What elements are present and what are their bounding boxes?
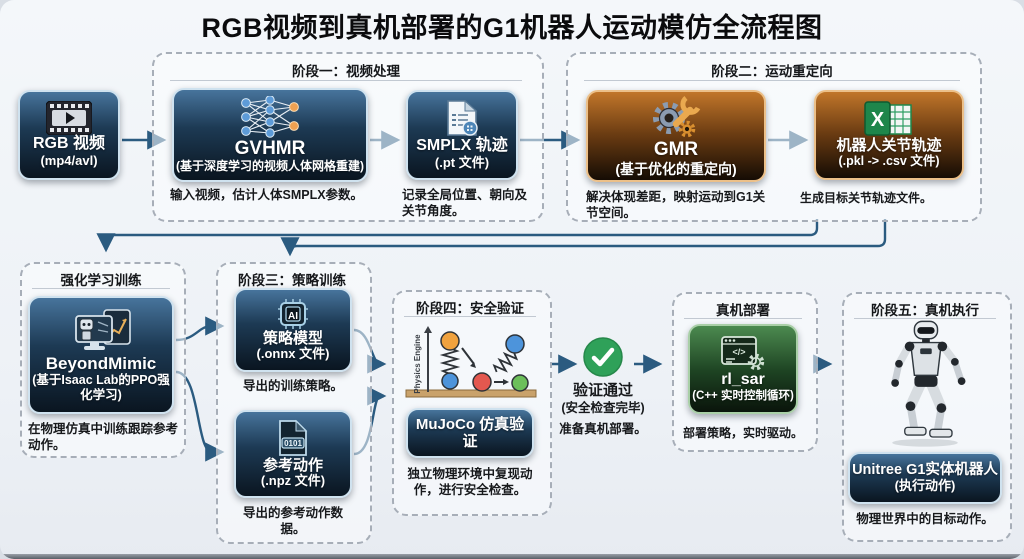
node-joint-trajectory: X 机器人关节轨迹 (.pkl -> .csv 文件) bbox=[814, 90, 964, 180]
video-icon bbox=[46, 101, 92, 136]
node-label: 参考动作 bbox=[262, 456, 323, 474]
gvhmr-caption: 输入视频，估计人体SMPLX参数。 bbox=[170, 188, 364, 202]
excel-x-glyph: X bbox=[871, 109, 885, 131]
neural-network-icon bbox=[238, 96, 302, 138]
node-label: SMPLX 轨迹 bbox=[416, 137, 508, 155]
stage4-title: 阶段四：安全验证 bbox=[416, 301, 524, 316]
node-label: rl_sar bbox=[721, 371, 765, 389]
node-smplx: SMPLX 轨迹 (.pt 文件) bbox=[406, 90, 518, 180]
node-label: Unitree G1实体机器人 bbox=[852, 462, 998, 479]
stage4-container bbox=[392, 290, 552, 516]
joint-trajectory-caption: 生成目标关节轨迹文件。 bbox=[800, 191, 933, 205]
robot-training-monitor-icon bbox=[68, 308, 134, 354]
node-label: 策略模型 bbox=[262, 329, 323, 347]
stage1-title: 阶段一：视频处理 bbox=[292, 64, 400, 79]
binary-file-icon: 0101 bbox=[277, 419, 309, 457]
node-sublabel: (C++ 实时控制循环) bbox=[692, 389, 794, 402]
page-title: RGB视频到真机部署的G1机器人运动模仿全流程图 bbox=[201, 13, 823, 43]
stage2-title-divider bbox=[584, 80, 960, 81]
node-mujoco: MuJoCo 仿真验证 bbox=[406, 408, 534, 458]
node-beyondmimic: BeyondMimic (基于Isaac Lab的PPO强化学习) bbox=[28, 296, 174, 414]
check-label: 验证通过 bbox=[572, 382, 633, 399]
node-sublabel: (基于深度学习的视频人体网格重建) bbox=[176, 159, 364, 174]
rl-title-divider bbox=[32, 288, 170, 289]
reference-motion-caption: 导出的参考动作数据。 bbox=[242, 506, 343, 537]
smplx-caption: 记录全局位置、朝向及关节角度。 bbox=[402, 188, 528, 219]
check-caption: 准备真机部署。 bbox=[559, 422, 647, 436]
node-label: GMR bbox=[653, 139, 699, 161]
stage3-title: 阶段三：策略训练 bbox=[238, 273, 346, 288]
physics-simulation-illustration: Physics Engine bbox=[398, 320, 542, 404]
policy-caption: 导出的训练策略。 bbox=[242, 379, 343, 393]
node-unitree-g1: Unitree G1实体机器人 (执行动作) bbox=[848, 452, 1002, 504]
humanoid-robot-illustration bbox=[872, 318, 978, 450]
gear-wrench-icon bbox=[648, 95, 704, 139]
document-trajectory-icon bbox=[444, 99, 480, 137]
bottom-edge-bar bbox=[0, 554, 1024, 559]
node-label: GVHMR bbox=[234, 138, 306, 160]
deploy-title-divider bbox=[684, 318, 802, 319]
node-label: 机器人关节轨迹 bbox=[836, 137, 942, 155]
deploy-title: 真机部署 bbox=[716, 303, 770, 318]
node-sublabel: (.onnx 文件) bbox=[256, 346, 330, 362]
ai-chip-glyph: AI bbox=[288, 311, 298, 322]
node-sublabel: (执行动作) bbox=[894, 477, 956, 493]
node-sublabel: (mp4/avl) bbox=[40, 152, 98, 168]
binary-glyph: 0101 bbox=[284, 439, 302, 448]
node-sublabel: (.pt 文件) bbox=[434, 154, 490, 170]
mujoco-caption: 独立物理环境中复现动作，进行安全检查。 bbox=[407, 467, 533, 498]
stage4-title-divider bbox=[404, 316, 536, 317]
stage5-title: 阶段五：真机执行 bbox=[871, 303, 979, 318]
node-label: BeyondMimic bbox=[45, 353, 157, 373]
node-label: RGB 视频 bbox=[32, 135, 105, 153]
node-sublabel: (.pkl -> .csv 文件) bbox=[838, 154, 940, 169]
rl-training-title: 强化学习训练 bbox=[60, 273, 142, 288]
node-gmr: GMR (基于优化的重定向) bbox=[586, 90, 766, 182]
rl-sar-caption: 部署策略，实时驱动。 bbox=[682, 426, 803, 440]
node-label: MuJoCo 仿真验证 bbox=[415, 415, 525, 450]
node-sublabel: (基于优化的重定向) bbox=[615, 160, 737, 177]
beyondmimic-caption: 在物理仿真中训练跟踪参考动作。 bbox=[28, 422, 179, 453]
node-gvhmr: GVHMR (基于深度学习的视频人体网格重建) bbox=[172, 88, 368, 182]
code-window-gear-icon: </> bbox=[720, 335, 766, 371]
stage5-title-divider bbox=[854, 318, 996, 319]
node-rl-sar: </> rl_sar (C++ 实时控制循环) bbox=[688, 324, 798, 414]
check-circle-icon bbox=[583, 337, 623, 377]
node-reference-motion: 0101 参考动作 (.npz 文件) bbox=[234, 410, 352, 498]
check-sublabel: (安全检查完毕) bbox=[561, 401, 645, 415]
physics-engine-label: Physics Engine bbox=[413, 334, 422, 394]
node-sublabel: (基于Isaac Lab的PPO强化学习) bbox=[32, 373, 170, 402]
excel-spreadsheet-icon: X bbox=[864, 101, 914, 137]
stage1-title-divider bbox=[170, 80, 522, 81]
node-policy-model: AI 策略模型 (.onnx 文件) bbox=[234, 288, 352, 372]
node-rgb-video: RGB 视频 (mp4/avl) bbox=[18, 90, 120, 180]
stage2-title: 阶段二：运动重定向 bbox=[711, 64, 833, 79]
node-sublabel: (.npz 文件) bbox=[260, 473, 326, 489]
code-glyph: </> bbox=[732, 347, 745, 357]
ai-chip-icon: AI bbox=[271, 298, 315, 330]
gmr-caption: 解决体现差距，映射运动到G1关节空间。 bbox=[586, 190, 766, 221]
unitree-caption: 物理世界中的目标动作。 bbox=[856, 512, 994, 526]
